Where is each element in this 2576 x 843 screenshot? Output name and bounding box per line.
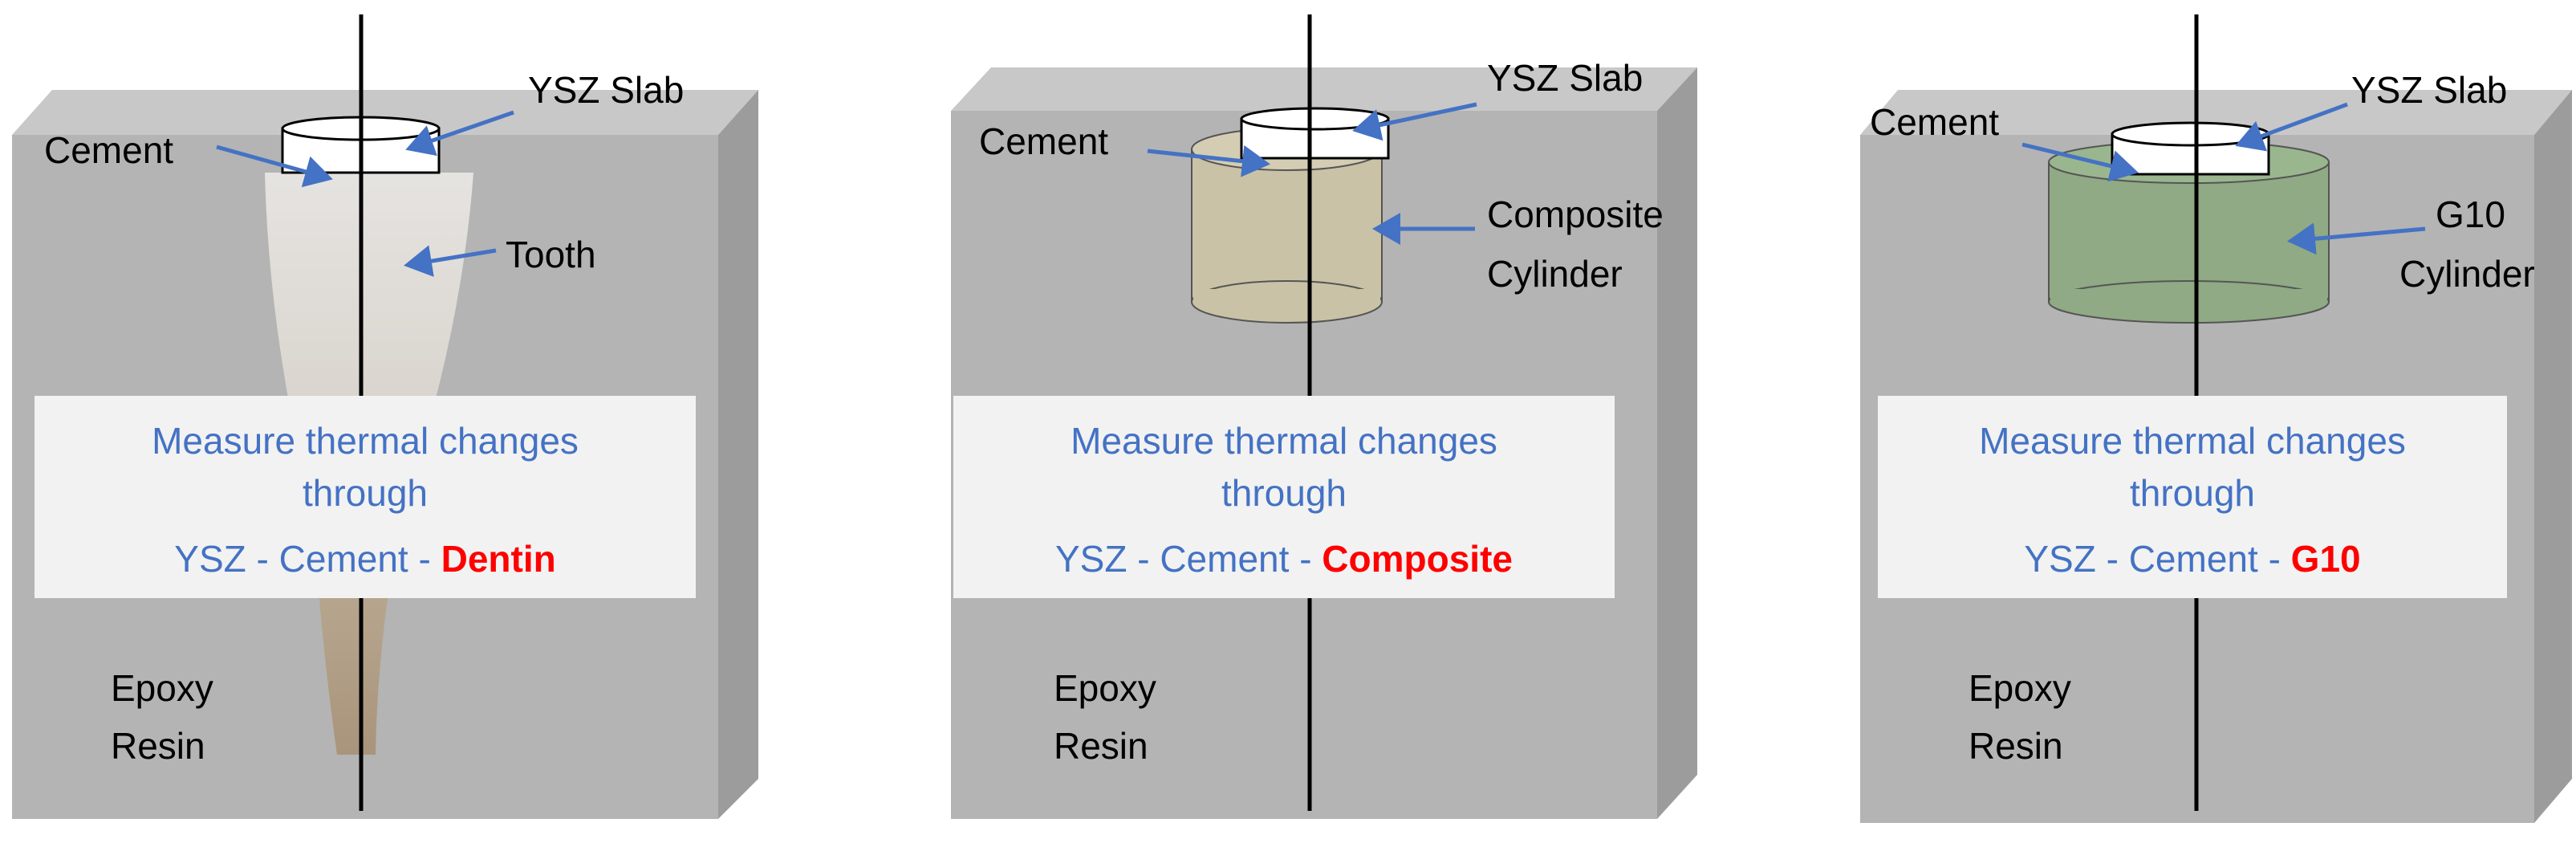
block-top-face (12, 90, 758, 135)
caption-prefix: YSZ - Cement - (2024, 538, 2290, 580)
label-cement: Cement (979, 120, 1108, 162)
label-ysz-slab: YSZ Slab (1487, 57, 1643, 99)
label-cement: Cement (1870, 101, 1999, 143)
caption-line-1: Measure thermal changes (1071, 420, 1497, 462)
label-g10: G10 (2436, 193, 2505, 235)
caption-line-2: through (2130, 472, 2255, 514)
caption-line-3: YSZ - Cement - G10 (2024, 538, 2360, 580)
caption-highlight: G10 (2291, 538, 2361, 580)
panel-composite: Measure thermal changes through YSZ - Ce… (951, 14, 1697, 819)
caption-line-2: through (1221, 472, 1347, 514)
arrow-tooth (404, 245, 497, 277)
label-tooth: Tooth (506, 234, 596, 275)
block-side-face (718, 90, 758, 819)
label-epoxy: Epoxy (1054, 667, 1156, 709)
ysz-slab (2111, 121, 2270, 176)
label-ysz-slab: YSZ Slab (2351, 69, 2507, 111)
arrow-cement (1147, 145, 1270, 177)
arrow-slab (405, 110, 514, 157)
label-cylinder: Cylinder (2399, 253, 2535, 295)
caption-highlight: Composite (1322, 538, 1513, 580)
caption-prefix: YSZ - Cement - (174, 538, 441, 580)
label-resin: Resin (1054, 725, 1148, 767)
block-top-face (951, 67, 1697, 111)
caption-highlight: Dentin (441, 538, 556, 580)
label-composite: Composite (1487, 193, 1664, 235)
arrow-slab (2235, 102, 2348, 152)
caption-line-3: YSZ - Cement - Composite (1055, 538, 1513, 580)
arrow-cement (216, 145, 333, 188)
caption-line-1: Measure thermal changes (152, 420, 579, 462)
label-cylinder: Cylinder (1487, 253, 1623, 295)
block-top-face (1860, 90, 2572, 135)
caption-box (1878, 396, 2507, 598)
label-epoxy: Epoxy (111, 667, 213, 709)
panel-dentin: Measure thermal changes through YSZ - Ce… (12, 14, 758, 819)
arrow-cement (2021, 142, 2139, 182)
arrow-slab (1352, 102, 1477, 141)
block-side-face (1657, 67, 1697, 819)
label-ysz-slab: YSZ Slab (528, 69, 684, 111)
ysz-slab (1240, 107, 1390, 160)
caption-line-1: Measure thermal changes (1979, 420, 2406, 462)
label-cement: Cement (44, 129, 173, 171)
caption-box (953, 396, 1615, 598)
caption-line-2: through (303, 472, 428, 514)
label-epoxy: Epoxy (1969, 667, 2071, 709)
arrow-g10 (2287, 222, 2426, 255)
caption-prefix: YSZ - Cement - (1055, 538, 1322, 580)
block-side-face (2534, 90, 2572, 823)
panel-g10: Measure thermal changes through YSZ - Ce… (1860, 14, 2572, 823)
label-resin: Resin (1969, 725, 2063, 767)
label-resin: Resin (111, 725, 205, 767)
caption-box (35, 396, 696, 598)
caption-line-3: YSZ - Cement - Dentin (174, 538, 555, 580)
